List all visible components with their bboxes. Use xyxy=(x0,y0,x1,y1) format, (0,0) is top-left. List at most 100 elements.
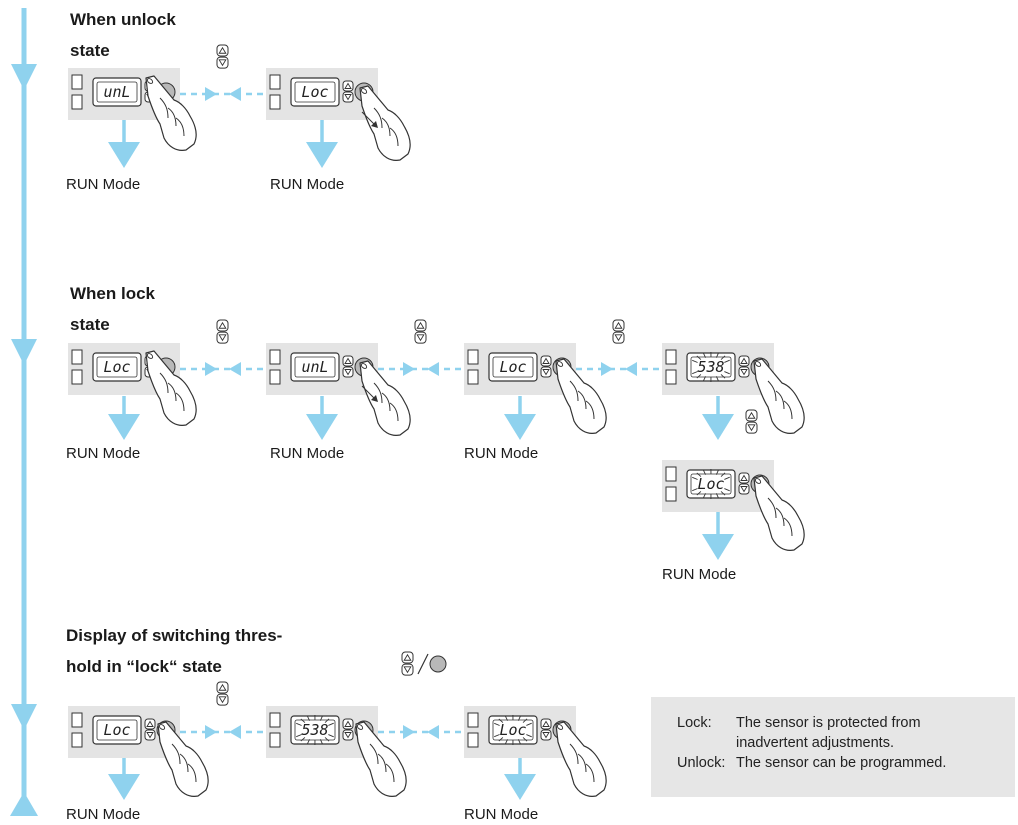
run-mode-label: RUN Mode xyxy=(464,445,539,462)
down-flow-arrow xyxy=(702,396,734,440)
unlock-description: The sensor can be programmed. xyxy=(736,755,947,771)
indicator-led xyxy=(467,732,479,748)
down-flow-arrow xyxy=(108,120,140,168)
up-down-keys-icon xyxy=(738,472,750,495)
up-down-keys-icon xyxy=(738,355,750,378)
indicator-led xyxy=(665,486,677,502)
indicator-led xyxy=(269,74,281,90)
lcd-readout: Loc xyxy=(103,721,130,739)
run-mode-label: RUN Mode xyxy=(270,445,345,462)
down-flow-arrow xyxy=(702,512,734,560)
blink-rays-icon xyxy=(494,714,532,746)
lock-description-line-1: The sensor is protected from xyxy=(736,715,921,731)
lcd-readout: Loc xyxy=(301,83,328,101)
down-flow-arrow xyxy=(108,758,140,800)
up-down-keys-icon xyxy=(414,319,427,344)
release-arrow-icon xyxy=(361,111,378,128)
pointing-hand-icon xyxy=(145,75,197,151)
blink-rays-icon xyxy=(692,351,730,383)
transition-arrow xyxy=(180,725,266,739)
indicator-led xyxy=(467,349,479,365)
up-down-keys-icon xyxy=(745,409,758,434)
indicator-led xyxy=(269,349,281,365)
run-mode-label: RUN Mode xyxy=(66,176,141,193)
set-button-icon xyxy=(417,653,447,675)
indicator-led xyxy=(269,94,281,110)
indicator-led xyxy=(665,466,677,482)
lock-unlock-note: Lock: The sensor is protected from inadv… xyxy=(651,697,1015,797)
lcd-display xyxy=(92,352,142,382)
lcd-readout: 538 xyxy=(697,358,724,376)
indicator-led xyxy=(71,94,83,110)
up-down-keys-icon xyxy=(540,718,552,741)
run-mode-label: RUN Mode xyxy=(270,176,345,193)
sensor-device: unL xyxy=(266,343,378,395)
pointing-hand-icon xyxy=(555,721,607,797)
flow-arrow-icon xyxy=(11,704,37,730)
indicator-led xyxy=(269,369,281,385)
indicator-led xyxy=(71,74,83,90)
lcd-readout: 538 xyxy=(301,721,328,739)
down-flow-arrow xyxy=(504,758,536,800)
lcd-readout: Loc xyxy=(103,358,130,376)
flow-arrow-icon xyxy=(11,64,37,90)
transition-arrow xyxy=(378,362,464,376)
pointing-hand-icon xyxy=(753,475,805,551)
transition-arrow xyxy=(576,362,662,376)
pointing-hand-icon xyxy=(359,85,411,161)
sensor-device: Loc xyxy=(68,343,180,395)
run-mode-label: RUN Mode xyxy=(66,806,141,823)
indicator-led xyxy=(467,712,479,728)
up-down-keys-icon xyxy=(401,651,414,676)
lcd-display xyxy=(290,352,340,382)
lcd-readout: unL xyxy=(301,358,328,376)
transition-arrow xyxy=(180,87,266,101)
blink-rays-icon xyxy=(692,468,730,500)
flow-arrow-icon xyxy=(11,339,37,365)
lcd-readout: Loc xyxy=(499,358,526,376)
up-down-keys-icon xyxy=(612,319,625,344)
indicator-led xyxy=(71,732,83,748)
pointing-hand-icon xyxy=(157,721,209,797)
flow-arrow-icon xyxy=(10,792,38,816)
release-arrow-icon xyxy=(361,385,378,402)
up-down-keys-icon xyxy=(540,355,552,378)
section-2-title: When lock state xyxy=(70,284,156,334)
sensor-device: Loc xyxy=(266,68,378,120)
transition-arrow xyxy=(378,725,464,739)
sensor-device: Loc xyxy=(662,460,774,512)
down-flow-arrow xyxy=(306,120,338,168)
section-3-title: Display of switching thres- hold in “loc… xyxy=(66,626,283,676)
indicator-led xyxy=(269,712,281,728)
pointing-hand-icon xyxy=(753,358,805,434)
lock-term: Lock: xyxy=(677,715,712,731)
run-mode-label: RUN Mode xyxy=(464,806,539,823)
transition-arrow xyxy=(180,362,266,376)
down-flow-arrow xyxy=(108,396,140,440)
up-down-keys-icon xyxy=(216,44,229,69)
down-flow-arrow xyxy=(306,396,338,440)
up-down-keys-icon xyxy=(144,718,156,741)
unlock-term: Unlock: xyxy=(677,755,726,771)
indicator-led xyxy=(71,349,83,365)
indicator-led xyxy=(71,712,83,728)
lcd-readout: Loc xyxy=(499,721,526,739)
indicator-led xyxy=(71,369,83,385)
pointing-hand-icon xyxy=(145,350,197,426)
lcd-readout: unL xyxy=(103,83,130,101)
down-flow-arrow xyxy=(504,396,536,440)
blink-rays-icon xyxy=(296,714,334,746)
up-down-keys-icon xyxy=(216,319,229,344)
pointing-hand-icon xyxy=(555,358,607,434)
lcd-display xyxy=(290,77,340,107)
run-mode-label: RUN Mode xyxy=(66,445,141,462)
lcd-readout: Loc xyxy=(697,475,724,493)
lcd-display xyxy=(92,77,142,107)
indicator-led xyxy=(665,369,677,385)
indicator-led xyxy=(269,732,281,748)
lcd-display xyxy=(92,715,142,745)
lcd-display xyxy=(488,352,538,382)
section-1-title: When unlock state xyxy=(70,10,176,60)
indicator-led xyxy=(665,349,677,365)
